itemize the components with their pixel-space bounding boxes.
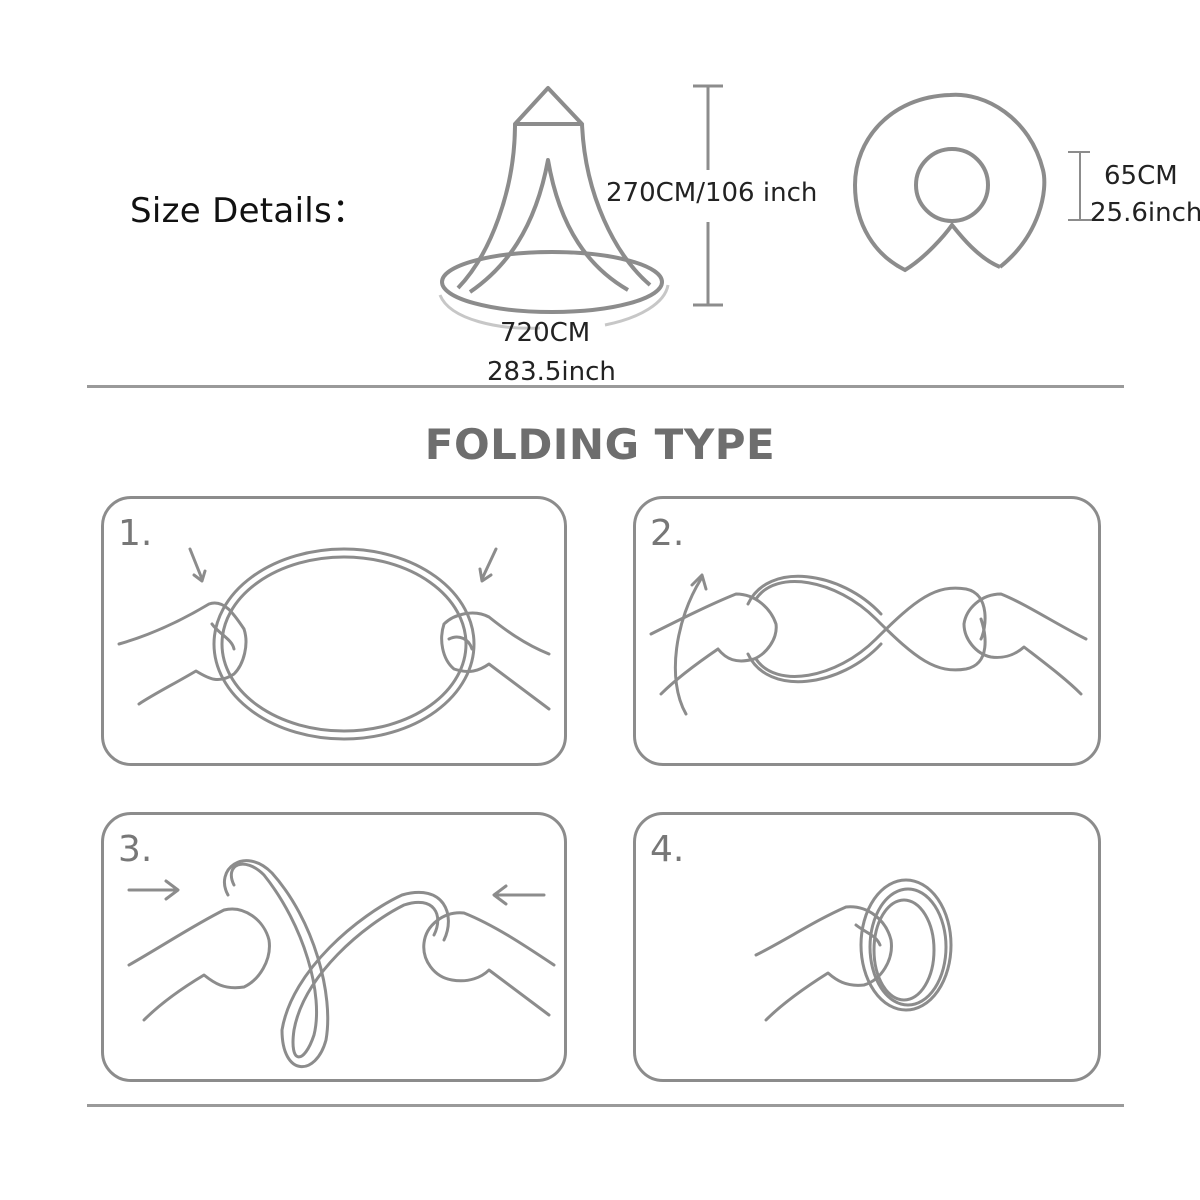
width-dimension-inch: 283.5inch [487, 357, 616, 387]
width-dimension-cm: 720CM [500, 318, 591, 348]
divider-bottom [87, 1104, 1124, 1107]
step-1-illustration [117, 547, 551, 741]
step-3-illustration [127, 859, 556, 1069]
step-number: 3. [118, 829, 153, 870]
opening-dimension-inch: 25.6inch [1090, 198, 1200, 228]
folding-step-3-panel: 3. [101, 812, 567, 1082]
height-dimension: 270CM/106 inch [606, 178, 818, 208]
tent-illustration [438, 84, 1100, 330]
opening-dimension-cm: 65CM [1104, 161, 1178, 191]
divider-top [87, 385, 1124, 388]
size-details-label: Size Details： [130, 191, 367, 231]
step-2-illustration [649, 573, 1088, 716]
step-number: 1. [118, 513, 153, 554]
step-number: 2. [650, 513, 685, 554]
folding-step-4-panel: 4. [633, 812, 1101, 1082]
folding-step-2-panel: 2. [633, 496, 1101, 766]
folding-type-title: FOLDING TYPE [424, 420, 776, 469]
step-4-illustration [754, 878, 953, 1022]
step-number: 4. [650, 829, 685, 870]
folding-step-1-panel: 1. [101, 496, 567, 766]
